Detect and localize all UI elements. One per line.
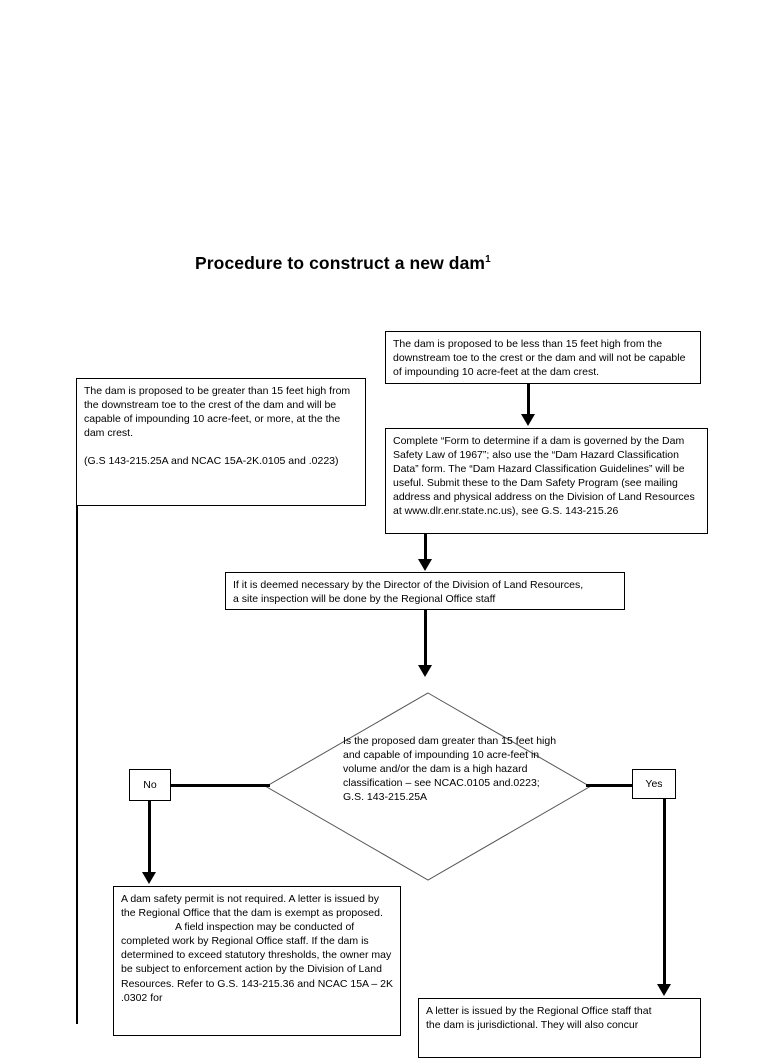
edge-yes-to-result-arrowhead: [657, 984, 671, 996]
node-site-inspection-line-1: If it is deemed necessary by the Directo…: [233, 579, 584, 591]
node-less-than-15-text: The dam is proposed to be less than 15 f…: [393, 338, 686, 379]
edge-yes-to-result-line: [663, 798, 666, 986]
node-greater-than-15-citation: (G.S 143-215.25A and NCAC 15A-2K.0105 an…: [84, 455, 339, 468]
edge-complete-form-to-site-inspection-arrowhead: [418, 559, 432, 571]
node-branch-yes: Yes: [632, 769, 676, 799]
page-title: Procedure to construct a new dam1: [195, 253, 491, 274]
node-branch-no: No: [129, 769, 171, 801]
diamond-shape-icon: [264, 692, 592, 881]
page-title-footnote-marker: 1: [485, 254, 491, 266]
edge-no-to-result-arrowhead: [142, 872, 156, 884]
node-permit-not-required: A dam safety permit is not required. A l…: [113, 886, 401, 1036]
edge-site-inspection-to-decision-line: [424, 610, 427, 667]
node-site-inspection: If it is deemed necessary by the Directo…: [225, 572, 625, 610]
edge-site-inspection-to-decision-arrowhead: [418, 665, 432, 677]
node-jurisdictional-line-2: the dam is jurisdictional. They will als…: [426, 1019, 639, 1032]
node-decision-is-dam-jurisdictional: Is the proposed dam greater than 15 feet…: [264, 692, 592, 881]
node-site-inspection-line-2: a site inspection will be done by the Re…: [233, 593, 496, 606]
page-title-text: Procedure to construct a new dam: [195, 253, 486, 273]
node-decision-text: Is the proposed dam greater than 15 feet…: [343, 735, 557, 804]
edge-less-than-15-to-complete-form-arrowhead: [521, 414, 535, 426]
edge-complete-form-to-site-inspection-line: [424, 534, 427, 561]
node-dam-greater-than-15-feet: The dam is proposed to be greater than 1…: [76, 378, 366, 506]
node-branch-yes-label: Yes: [645, 777, 663, 790]
node-permit-not-required-text-2: A field inspection may be conducted of c…: [121, 921, 393, 1004]
edge-decision-to-no-line: [170, 784, 270, 787]
edge-decision-to-yes-line: [586, 784, 633, 787]
edge-less-than-15-to-complete-form-line: [527, 384, 530, 416]
node-dam-less-than-15-feet: The dam is proposed to be less than 15 f…: [385, 331, 701, 384]
node-complete-form: Complete “Form to determine if a dam is …: [385, 428, 708, 534]
edge-greater-than-15-trunk-line: [76, 506, 78, 1024]
node-greater-than-15-text: The dam is proposed to be greater than 1…: [84, 385, 351, 440]
node-branch-no-label: No: [143, 778, 157, 791]
edge-no-to-result-line: [148, 800, 151, 875]
node-complete-form-text: Complete “Form to determine if a dam is …: [393, 435, 695, 518]
node-jurisdictional-line-1: A letter is issued by the Regional Offic…: [426, 1005, 652, 1017]
flowchart-page: Procedure to construct a new dam1 The da…: [76, 253, 708, 1058]
node-dam-is-jurisdictional: A letter is issued by the Regional Offic…: [418, 998, 701, 1058]
node-permit-not-required-text-1: A dam safety permit is not required. A l…: [121, 893, 383, 920]
